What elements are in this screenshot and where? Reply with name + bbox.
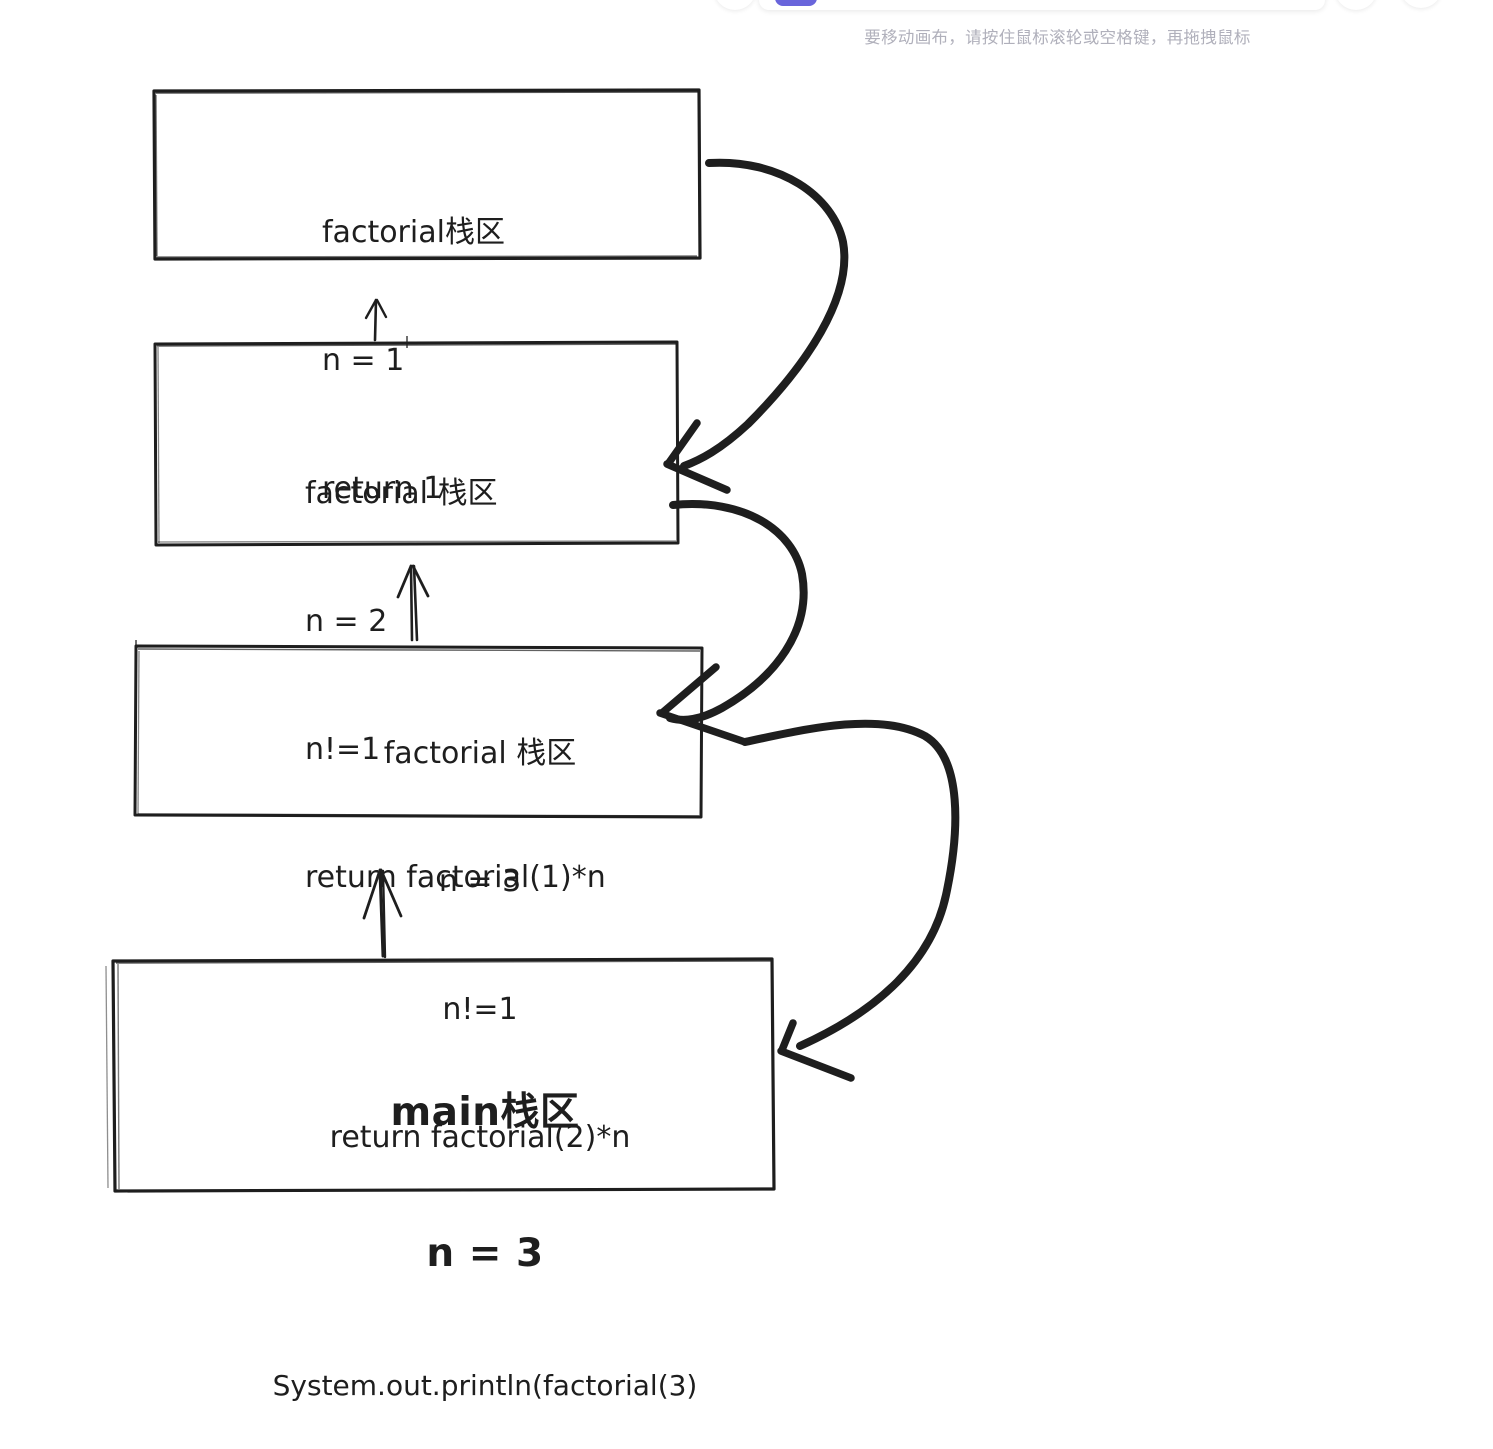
call-arrow-main-to-f3[interactable] bbox=[362, 868, 403, 959]
hamburger-menu-icon[interactable] bbox=[714, 0, 756, 10]
frame-factorial-1-rect[interactable] bbox=[152, 88, 702, 261]
call-arrow-f2-to-f1[interactable] bbox=[364, 298, 388, 342]
call-arrow-f3-to-f2[interactable] bbox=[396, 564, 430, 642]
return-arrow-f1-to-f2[interactable] bbox=[663, 158, 849, 494]
library-icon[interactable] bbox=[1400, 0, 1442, 8]
frame4-line-1: n = 3 bbox=[426, 1230, 544, 1276]
excalidraw-canvas[interactable] bbox=[0, 0, 1493, 1228]
help-icon[interactable] bbox=[1335, 0, 1377, 10]
toolbar-panel[interactable] bbox=[759, 0, 1325, 10]
frame-main-rect[interactable] bbox=[105, 957, 776, 1193]
toolbar-active-tool-button[interactable] bbox=[775, 0, 817, 6]
return-arrow-f2-to-f3[interactable] bbox=[656, 500, 808, 746]
return-arrow-f3-to-main[interactable] bbox=[741, 719, 960, 1082]
frame-factorial-3-rect[interactable] bbox=[133, 640, 704, 819]
frame4-line-2: System.out.println(factorial(3) bbox=[272, 1369, 698, 1403]
frame-factorial-2-rect[interactable] bbox=[153, 336, 680, 547]
